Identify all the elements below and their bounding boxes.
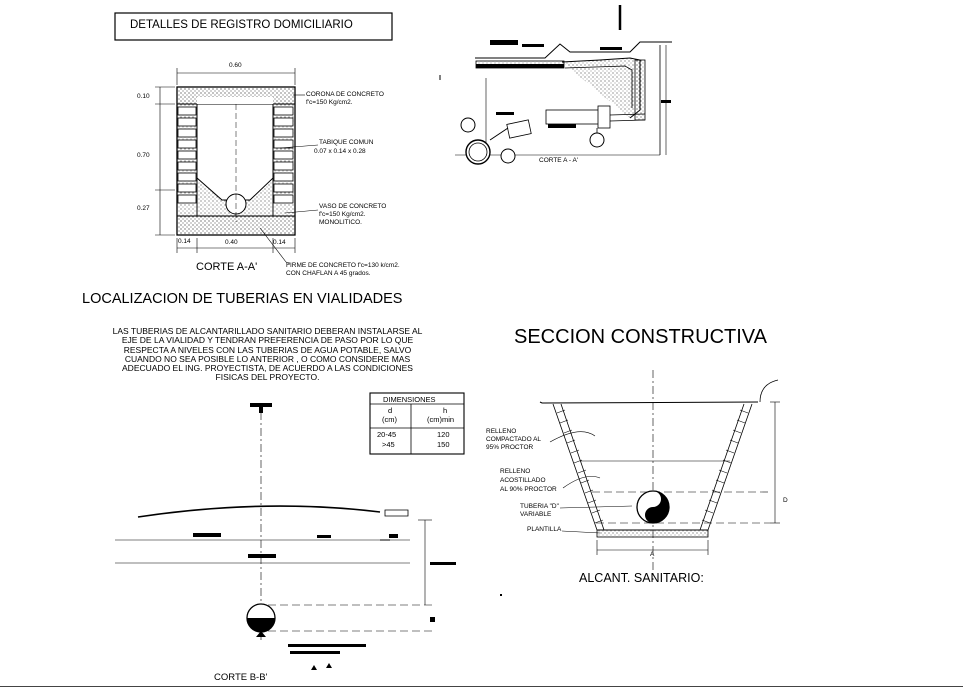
- label-firme: FIRME DE CONCRETO f'c=130 k/cm2.: [286, 262, 400, 269]
- row2-d: >45: [382, 440, 395, 449]
- label-relleno-compactado-3: 95% PROCTOR: [486, 444, 534, 451]
- col-h-unit: (cm)min: [427, 415, 455, 424]
- label-relleno-acostillado-2: ACOSTILLADO: [500, 477, 546, 484]
- label-corona: CORONA DE CONCRETO: [306, 91, 384, 98]
- corte-bb-drawing: [115, 403, 456, 670]
- dimensiones-table-frame: [369, 392, 465, 455]
- dim-d-label: D: [783, 497, 788, 504]
- row1-d: 20-45: [377, 430, 397, 439]
- label-tuberia: TUBERIA "D": [520, 503, 559, 510]
- seccion-title: SECCION CONSTRUCTIVA: [514, 326, 767, 348]
- dim-bottom-left: 0.14: [178, 238, 191, 245]
- label-plantilla: PLANTILLA: [527, 526, 562, 533]
- label-relleno-compactado-2: COMPACTADO AL: [486, 436, 542, 443]
- trench-section-drawing: [500, 370, 780, 596]
- seccion-caption: ALCANT. SANITARIO:: [579, 571, 704, 585]
- label-firme-chaflan: CON CHAFLAN A 45 grados.: [286, 270, 371, 277]
- row2-h: 150: [437, 440, 450, 449]
- dim-a-label: A: [650, 551, 655, 558]
- registro-section-drawing: [155, 68, 319, 265]
- corte-aa2-caption: CORTE A - A': [539, 157, 579, 164]
- localizacion-title: LOCALIZACION DE TUBERIAS EN VIALIDADES: [82, 291, 403, 307]
- localizacion-note: LAS TUBERIAS DE ALCANTARILLADO SANITARIO…: [112, 326, 423, 383]
- bottom-border-line: [0, 686, 963, 687]
- dim-left-corona: 0.10: [137, 93, 150, 100]
- row1-h: 120: [437, 430, 450, 439]
- dim-bottom-center: 0.40: [225, 239, 238, 246]
- label-relleno-compactado-1: RELLENO: [486, 428, 517, 435]
- label-vaso-mono: MONOLITICO.: [319, 219, 362, 226]
- label-tabique: TABIQUE COMUN: [319, 139, 374, 146]
- dimensiones-title: DIMENSIONES: [383, 395, 436, 404]
- corte-bb-caption: CORTE B-B': [214, 672, 268, 683]
- connection-detail-drawing: [439, 5, 672, 165]
- detail-title: DETALLES DE REGISTRO DOMICILIARIO: [130, 19, 353, 31]
- col-h-header: h: [443, 406, 448, 415]
- label-relleno-acostillado-1: RELLENO: [500, 468, 531, 475]
- label-tabique-spec: 0.07 x 0.14 x 0.28: [314, 148, 366, 155]
- dim-top-width: 0.60: [229, 62, 242, 69]
- col-d-header: d: [388, 406, 393, 415]
- dim-left-tabique: 0.70: [137, 152, 150, 159]
- corte-aa-caption: CORTE A-A': [196, 261, 258, 273]
- label-corona-spec: f'c=150 Kg/cm2.: [306, 99, 353, 106]
- col-d-unit: (cm): [382, 415, 397, 424]
- dim-left-vaso: 0.27: [137, 205, 150, 212]
- label-tuberia-variable: VARIABLE: [520, 511, 552, 518]
- detail-title-box: [114, 12, 393, 41]
- label-relleno-acostillado-3: AL 90% PROCTOR: [500, 486, 557, 493]
- label-vaso: VASO DE CONCRETO: [319, 203, 387, 210]
- label-vaso-spec: f'c=150 Kg/cm2.: [319, 211, 366, 218]
- dim-bottom-right: 0.14: [273, 239, 286, 246]
